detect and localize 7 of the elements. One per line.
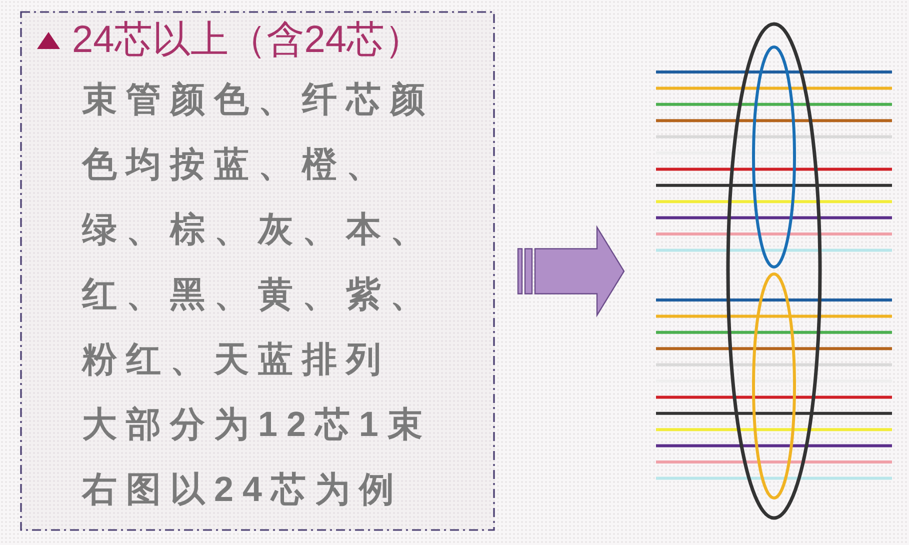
body-text: 束管颜色、纤芯颜色均按蓝、橙、绿、棕、灰、本、红、黑、黄、紫、粉红、天蓝排列 xyxy=(82,79,435,381)
block-arrow xyxy=(517,225,625,318)
body-text: 大部分为12芯1束 xyxy=(82,404,432,446)
heading: 24芯以上（含24芯） xyxy=(72,18,423,62)
body-text: 右图以24芯为例 xyxy=(82,469,404,511)
fiber-bundle-drawing xyxy=(654,22,894,521)
text-panel xyxy=(20,11,495,531)
